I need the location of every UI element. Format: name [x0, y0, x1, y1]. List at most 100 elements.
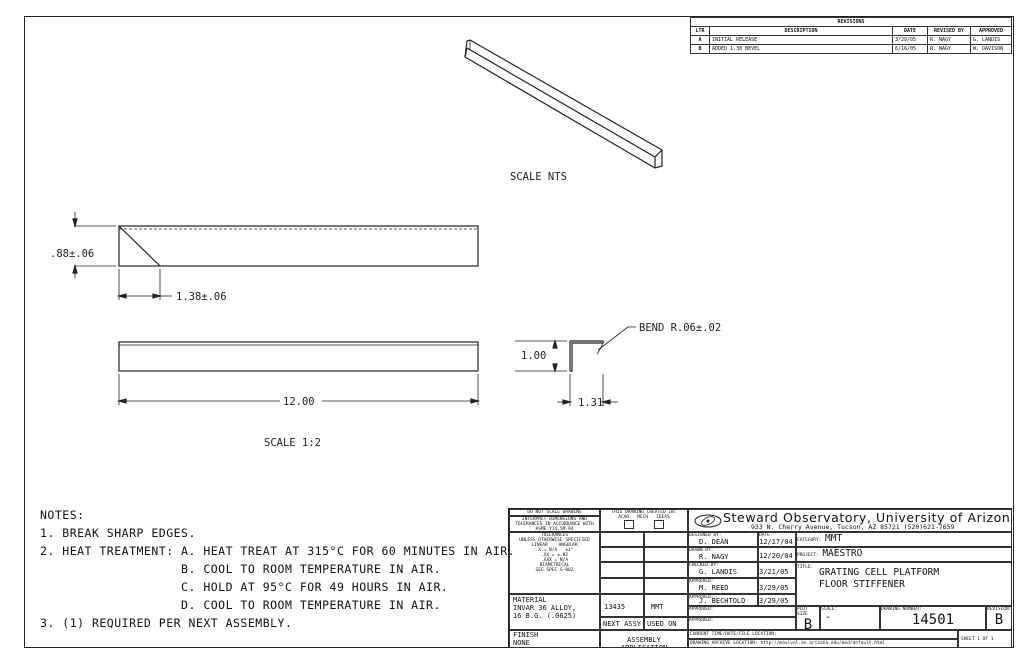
note-line: B. COOL TO ROOM TEMPERATURE IN AIR. [40, 562, 441, 576]
revision-label: REVISION: [987, 607, 1012, 612]
acad-label: ACAD [618, 515, 630, 520]
approved-label: APPROVED: [689, 579, 714, 584]
note-line: 2. HEAT TREATMENT: A. HEAT TREAT AT 315°… [40, 544, 516, 558]
mech-checkbox [654, 520, 664, 529]
assembly-application: ASSEMBLY APPLICATION [600, 630, 688, 648]
project-label: PROJECT: [797, 553, 819, 558]
isometric-view [464, 39, 663, 169]
drawing-number-label: DRAWING NUMBER: [881, 607, 922, 612]
designed-label: DESIGNED BY: [689, 533, 722, 538]
bend-note: BEND R.06±.02 [639, 322, 721, 334]
approved-by-1: M. REED [699, 584, 729, 592]
grid-cell [600, 578, 644, 594]
used-on-label: USED ON [644, 617, 688, 630]
created-in-block: THIS DRAWING CREATED IN: ACAD MECH IDEAS… [600, 509, 688, 532]
tolerances-title: TOLERANCES [540, 533, 569, 538]
revision-cell: REVISION: B [986, 606, 1012, 630]
drawn-cell: DRAWN BY: R. NAGY [688, 547, 758, 562]
checked-label: CHECKED BY: [689, 563, 719, 568]
finish-block: FINISH NONE [509, 630, 600, 648]
tolerances-block: TOLERANCES UNLESS OTHERWISE SPECIFIED LI… [509, 532, 600, 594]
iso-scale-label: SCALE NTS [510, 171, 567, 183]
scale-cell: SCALE: - [820, 606, 880, 630]
mech-label: MECH [637, 515, 649, 520]
observatory-logo-icon [694, 514, 722, 528]
bevel-dim: 1.38±.06 [176, 291, 227, 303]
designed-date: 12/17/04 [759, 538, 793, 546]
drawn-by: R. NAGY [699, 553, 729, 561]
size-value: B [803, 617, 813, 630]
drawn-date: 12/20/04 [758, 547, 796, 562]
tol-x: .X = N/A [535, 548, 558, 553]
drawing-number: 14501 [911, 612, 955, 628]
archive-location: DRAWING ARCHIVE LOCATION: http://mavivol… [688, 639, 958, 648]
notes-heading: NOTES: [40, 508, 85, 522]
material-label: MATERIAL [513, 596, 547, 604]
note-line: 3. (1) REQUIRED PER NEXT ASSEMBLY. [40, 616, 293, 630]
main-scale-label: SCALE 1:2 [264, 437, 321, 449]
tol-spec: SEE SPEC S-002 [535, 568, 574, 573]
sheet-number: SHEET 1 OF 1 [958, 630, 1012, 648]
grid-cell [600, 532, 644, 547]
interpret-note: INTERPRET DIMENSIONS AND TOLERANCES IN A… [509, 516, 600, 532]
acad-checkbox [624, 520, 634, 529]
material-line1: INVAR 36 ALLOY, [513, 604, 577, 612]
front-view [116, 341, 481, 405]
checked-cell: CHECKED BY: G. LANDIS [688, 562, 758, 578]
approved-label-3: APPROVED: [689, 607, 714, 612]
material-block: MATERIAL INVAR 36 ALLOY, 16 B.G. (.0625) [509, 594, 600, 630]
title-cell: TITLE: GRATING CELL PLATFORM FLOOR STIFF… [796, 562, 1012, 606]
current-time-location: CURRENT TIME/DATE/FILE LOCATION: [688, 630, 958, 639]
grid-cell [644, 547, 688, 562]
tol-ang: ±1° [565, 548, 574, 553]
created-in-label: THIS DRAWING CREATED IN: [611, 510, 677, 515]
finish-label: FINISH [513, 631, 539, 639]
height-dim-side: 1.00 [521, 350, 546, 362]
note-line: D. COOL TO ROOM TEMPERATURE IN AIR. [40, 598, 441, 612]
next-assy-number: 13435 [600, 594, 644, 617]
rev-cell: W. DAVISON [970, 44, 1012, 54]
tol-diametrical: DIAMETRICAL [539, 563, 570, 568]
drawing-number-cell: DRAWING NUMBER: 14501 [880, 606, 986, 630]
approved-cell: APPROVED: M. REED [688, 578, 758, 594]
category-value: MMT [825, 533, 843, 544]
tol-linear: LINEAR [531, 543, 548, 548]
do-not-scale: DO NOT SCALE DRAWING [509, 509, 600, 516]
checked-by: G. LANDIS [699, 568, 737, 576]
org-header: Steward Observatory, University of Arizo… [688, 509, 1012, 532]
top-view [72, 212, 479, 300]
scale-label: SCALE: [821, 607, 838, 612]
size-label: PLOT SIZE [797, 607, 808, 617]
checked-date: 3/21/05 [758, 562, 796, 578]
tolerances-unless: UNLESS OTHERWISE SPECIFIED [519, 538, 590, 543]
grid-cell [644, 532, 688, 547]
approved-label-4: APPROVED: [689, 618, 714, 623]
designed-by: D. DEAN [699, 538, 729, 546]
designed-cell: DESIGNED BY: D. DEAN [688, 532, 758, 547]
length-dim: 12.00 [283, 396, 315, 408]
approved-cell-3: APPROVED: [688, 606, 796, 617]
date-label: DATE: [759, 533, 773, 538]
material-line2: 16 B.G. (.0625) [513, 612, 577, 620]
revision-row: B ADDED 1.38 BEVEL 6/16/05 R. NAGY W. DA… [690, 44, 1012, 54]
grid-cell [644, 562, 688, 578]
next-assy-label: NEXT ASSY [600, 617, 644, 630]
approved-cell-4: APPROVED: [688, 617, 796, 630]
approved-cell-2: APPROVED: J. BECHTOLD [688, 594, 758, 606]
approved-label-2: APPROVED: [689, 595, 714, 600]
note-line: C. HOLD AT 95°C FOR 49 HOURS IN AIR. [40, 580, 449, 594]
category-cell: CATEGORY: MMT [796, 532, 1012, 547]
title-block: DO NOT SCALE DRAWING INTERPRET DIMENSION… [508, 508, 1012, 648]
next-assy-by: MMT [644, 594, 688, 617]
note-line: 1. BREAK SHARP EDGES. [40, 526, 196, 540]
drawn-label: DRAWN BY: [689, 548, 714, 553]
grid-cell [600, 562, 644, 578]
side-view [515, 326, 636, 406]
ideas-label: IDEAS [656, 515, 670, 520]
project-value: MAESTRO [822, 548, 863, 559]
grid-cell [600, 547, 644, 562]
part-title-line1: GRATING CELL PLATFORM [819, 567, 940, 578]
height-dim-top: .88±.06 [50, 248, 94, 260]
approved-date-2: 3/29/05 [758, 594, 796, 606]
